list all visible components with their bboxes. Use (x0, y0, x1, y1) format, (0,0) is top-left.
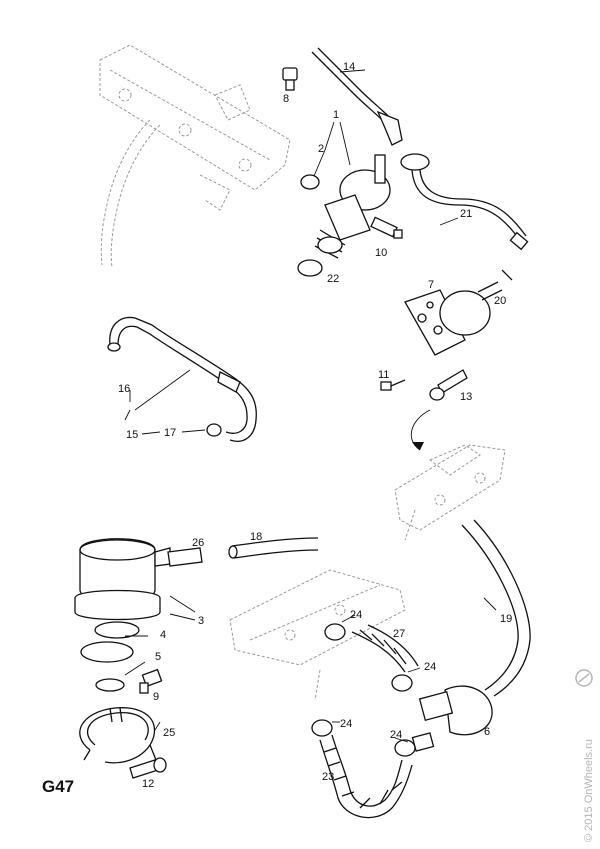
label-part-26: 26 (192, 537, 204, 549)
leader-lines (124, 69, 497, 743)
label-part-4: 4 (160, 629, 166, 641)
pressure-regulator-1 (314, 154, 391, 259)
braided-hose-23 (319, 734, 413, 819)
tube-17 (107, 316, 257, 442)
label-part-24-c: 24 (340, 718, 352, 730)
bolt-8 (282, 67, 298, 91)
part-labels: 1 2 3 4 5 6 7 8 9 10 11 12 13 14 15 16 1… (118, 61, 512, 790)
screw-11 (380, 379, 406, 391)
label-part-21: 21 (460, 208, 472, 220)
ghost-fuel-rail-top (99, 44, 291, 269)
label-part-15: 15 (126, 429, 138, 441)
hose-18 (228, 537, 319, 559)
hose-19 (461, 519, 531, 697)
figure-code: G47 (42, 777, 74, 796)
regulator-7 (404, 289, 491, 356)
label-part-24-d: 24 (390, 729, 402, 741)
o-ring-4 (80, 641, 134, 663)
watermark-text: © 2015 OnWheels.ru (583, 739, 595, 842)
bolt-9 (139, 668, 163, 694)
clamp-24-c (311, 719, 333, 737)
label-part-11: 11 (378, 369, 389, 381)
label-part-13: 13 (460, 391, 472, 403)
label-part-3: 3 (198, 615, 204, 627)
label-part-24-a: 24 (350, 609, 362, 621)
braided-hose-27 (351, 624, 419, 673)
bolt-13 (429, 369, 468, 401)
o-ring-22 (297, 259, 323, 277)
bracket-25 (79, 707, 157, 764)
label-part-2: 2 (318, 143, 324, 155)
o-ring-2 (300, 174, 320, 190)
label-part-18: 18 (250, 531, 262, 543)
onwheels-logo-icon (575, 669, 593, 687)
label-part-5: 5 (155, 651, 161, 663)
label-part-20: 20 (494, 295, 506, 307)
label-part-25: 25 (163, 727, 175, 739)
regulator-6 (411, 685, 493, 752)
hose-26 (167, 547, 203, 567)
sleeve-20 (477, 269, 513, 301)
label-part-8: 8 (283, 93, 289, 105)
ghost-fuel-rail-bottom (229, 569, 406, 701)
label-part-10: 10 (375, 247, 387, 259)
clamp-24-d (394, 739, 416, 757)
o-ring-5 (95, 678, 125, 692)
label-part-16: 16 (118, 383, 130, 395)
hose-14 (311, 47, 403, 146)
ghost-fuel-rail-middle (394, 444, 506, 541)
bolt-12 (129, 757, 167, 779)
label-part-9: 9 (153, 691, 159, 703)
clamp-24-a (324, 623, 346, 641)
label-part-27: 27 (393, 628, 405, 640)
watermark: © 2015 OnWheels.ru (575, 669, 595, 842)
sensor-10 (370, 216, 403, 239)
label-part-24-b: 24 (424, 661, 436, 673)
pipe-21 (400, 153, 529, 251)
label-part-17: 17 (164, 427, 176, 439)
clamp-24-b (391, 674, 413, 692)
label-part-23: 23 (322, 771, 334, 783)
label-part-6: 6 (484, 726, 490, 738)
label-part-7: 7 (428, 279, 434, 291)
label-part-14: 14 (343, 61, 355, 73)
label-part-19: 19 (500, 613, 512, 625)
label-part-12: 12 (142, 778, 154, 790)
label-part-1: 1 (333, 109, 339, 121)
label-part-22: 22 (327, 273, 339, 285)
damper-3 (74, 538, 171, 639)
